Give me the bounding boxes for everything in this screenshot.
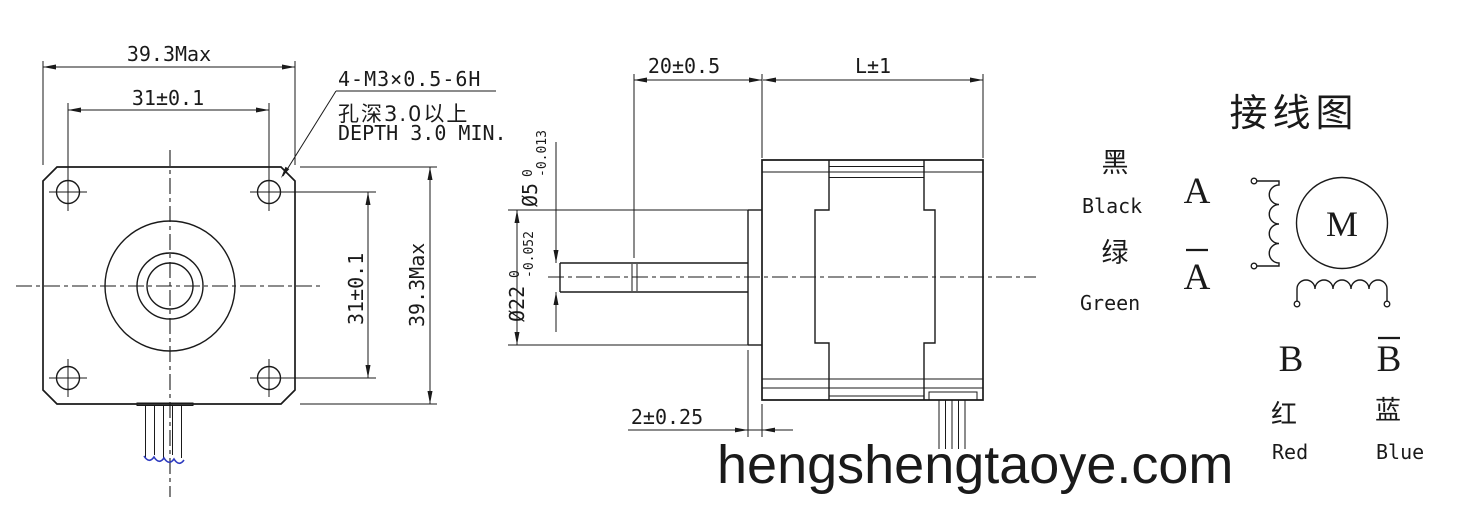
label-red-cn: 红 [1271,400,1297,430]
wiring-diagram-title: 接线图 [1229,91,1358,135]
dim-shaft-extension: 20±0.5 [648,54,720,78]
front-view-dimensions: 39.3Max 31±0.1 31±0.1 39.3Max 4-M3×0.5-6… [42,42,507,405]
shaft [559,262,748,293]
bearing-circle [136,252,204,320]
terminal-dot-a-bar [1250,262,1258,270]
label-green-en: Green [1080,291,1140,315]
leader-arrowhead [281,166,290,178]
side-view [548,159,1036,449]
pilot-circle [104,220,236,352]
terminal-b-bar: B [1377,339,1402,380]
terminal-b: B [1279,339,1304,380]
label-blue-cn: 蓝 [1375,396,1401,426]
terminal-dot-b-bar [1383,300,1391,308]
terminal-a: A [1184,171,1211,212]
pilot-boss [747,209,762,346]
mounting-hole-top-right [250,173,288,211]
svg-text:Ø22: Ø22 [505,286,529,322]
terminal-a-bar: A [1184,257,1211,298]
mounting-hole-bottom-left [49,359,87,397]
dim-pilot-height: 2±0.25 [631,405,703,429]
svg-text:-0.013: -0.013 [535,130,550,177]
watermark-text: hengshengtaoye.com [717,435,1233,495]
label-blue-en: Blue [1376,440,1424,464]
dim-hole-pitch-horizontal: 31±0.1 [132,86,204,110]
svg-text:-0.052: -0.052 [522,231,537,278]
dim-shaft-diameter: Ø5 0 -0.013 [518,130,550,207]
side-lead-wires [928,391,978,449]
side-view-dimensions: 20±0.5 L±1 Ø5 0 -0.013 Ø22 0 -0.052 2±0.… [505,54,984,437]
label-green-cn: 绿 [1102,238,1129,269]
motor-body [761,159,984,401]
front-lead-wires [136,402,194,465]
label-black-cn: 黑 [1102,148,1129,179]
phase-a-coil [1250,177,1280,270]
label-red-en: Red [1272,440,1308,464]
front-view [16,150,320,497]
phase-b-coil [1293,279,1391,308]
terminal-dot-a [1250,177,1258,185]
mounting-hole-bottom-right [250,359,288,397]
wire-break-line [143,455,185,465]
svg-text:0: 0 [521,169,536,177]
terminal-dot-b [1293,300,1301,308]
dim-body-length: L±1 [855,54,891,78]
dim-height-max: 39.3Max [405,243,429,327]
wiring-diagram: 接线图 黑 Black A 绿 Green A M B B 红 Red [1080,91,1424,464]
label-black-en: Black [1082,194,1142,218]
motor-symbol-letter: M [1326,204,1358,244]
mounting-hole-callout: 4-M3×0.5-6H 孔深3.0以上 DEPTH 3.0 MIN. [281,67,507,178]
svg-text:0: 0 [508,270,523,278]
callout-depth-cn: 孔深3.0以上 [338,102,469,126]
callout-thread-spec: 4-M3×0.5-6H [338,67,481,91]
mounting-hole-top-left [49,173,87,211]
shaft-circle [146,262,194,310]
dim-width-max: 39.3Max [127,42,211,66]
callout-depth-en: DEPTH 3.0 MIN. [338,121,507,145]
dim-hole-pitch-vertical: 31±0.1 [344,253,368,325]
svg-text:Ø5: Ø5 [518,183,542,207]
dim-pilot-diameter: Ø22 0 -0.052 [505,231,537,322]
motor-symbol: M [1295,176,1389,270]
